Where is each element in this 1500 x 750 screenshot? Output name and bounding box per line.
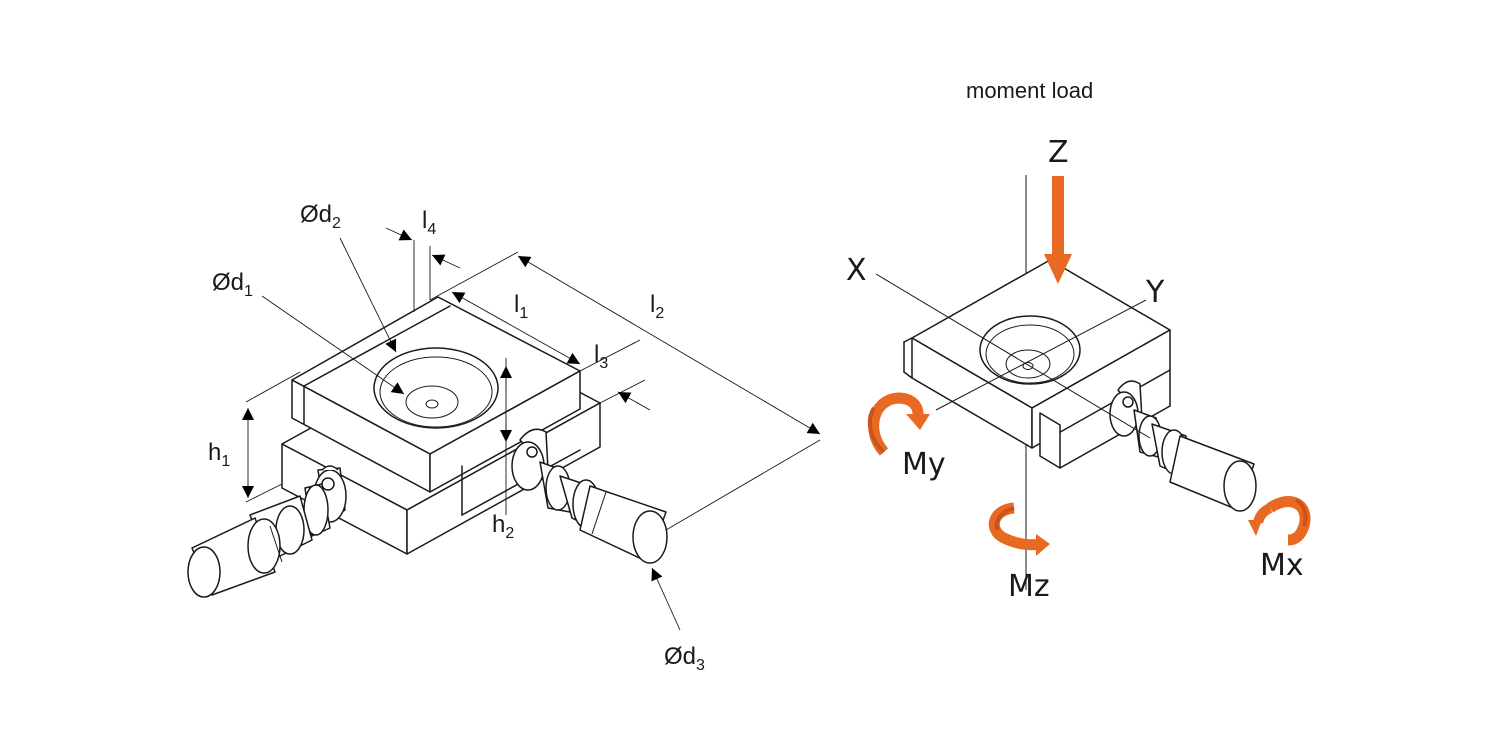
label-d1: Ød1 [212,269,253,300]
label-l4: l4 [422,207,436,238]
moment-load-title: moment load [966,78,1093,103]
label-l2: l2 [650,291,664,322]
micrometer-right-load [1109,380,1257,512]
micrometer-left [187,465,347,598]
label-d3: Ød3 [664,643,705,674]
dimension-lines [242,227,821,631]
label-h1: h1 [208,439,230,470]
loaded-stage [903,259,1171,469]
y-axis-label: Y [1145,275,1165,310]
stage-dimension-drawing: Ød2 Ød1 l4 l1 l2 l3 h1 h2 Ød3 [187,201,821,674]
mz-rotation-arrow [988,502,1050,556]
x-axis-line [875,273,1151,439]
x-axis-label: X [846,253,867,288]
label-l1: l1 [514,291,528,322]
label-h2: h2 [492,511,514,542]
mz-label: Mz [1008,569,1050,604]
micrometer-right [511,428,668,564]
label-l3: l3 [594,341,608,372]
mx-label: Mx [1260,548,1304,583]
y-axis-line [935,299,1147,411]
moment-load-diagram: moment load [846,78,1311,604]
my-label: My [902,447,946,482]
z-force-arrow [1044,176,1072,284]
z-axis-label: Z [1048,135,1069,170]
label-d2: Ød2 [300,201,341,232]
my-rotation-arrow [867,392,930,456]
mx-rotation-arrow [1248,496,1311,546]
